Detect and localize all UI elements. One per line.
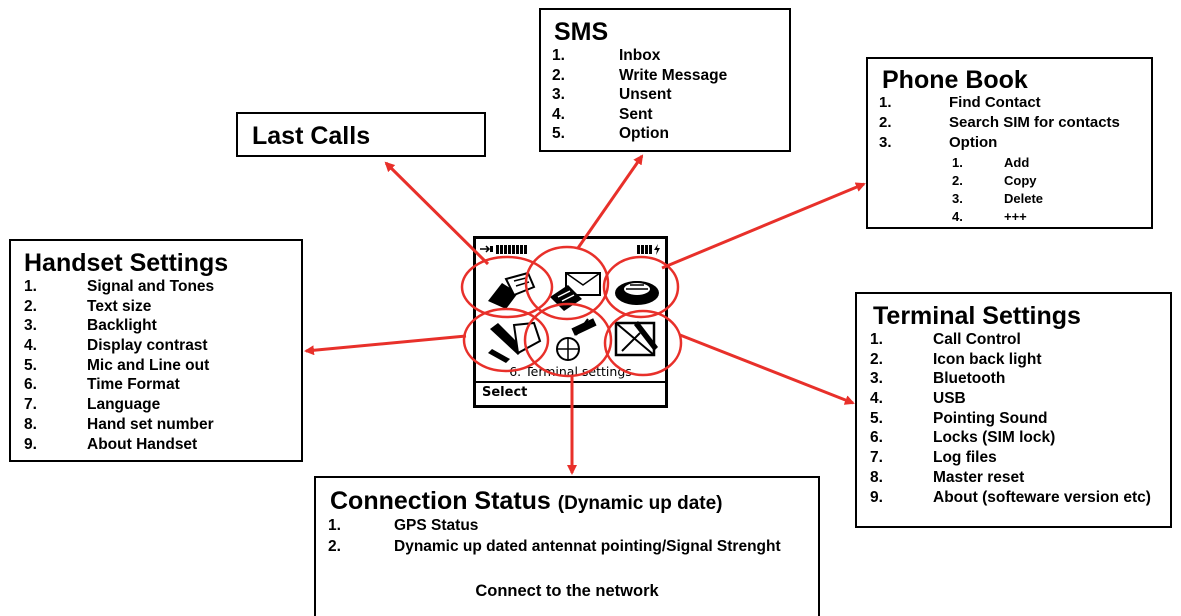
arrow-phone-book (661, 182, 866, 270)
handset-settings-title: Handset Settings (24, 249, 229, 277)
list-item: 3.Delete (952, 191, 1044, 206)
list-item: 8.Hand set number (24, 415, 214, 433)
list-item: 6.Locks (SIM lock) (870, 429, 1056, 447)
handset-settings-list: 1.Signal and Tones 2.Text size 3.Backlig… (11, 279, 301, 456)
list-item: 1.Find Contact (879, 94, 1041, 111)
list-item: 4.Sent (552, 105, 653, 123)
phone-book-icon[interactable] (610, 269, 664, 311)
arrow-sms (576, 154, 644, 249)
list-item: 2.Search SIM for contacts (879, 114, 1120, 131)
handset-settings-icon[interactable] (484, 319, 544, 363)
connection-status-box: Connection Status (Dynamic up date) 1.GP… (314, 476, 820, 616)
status-bar (480, 243, 661, 255)
arrow-handset-settings (304, 334, 467, 356)
list-item: 5.Option (552, 125, 669, 142)
connection-status-title: Connection Status (Dynamic up date) (330, 487, 723, 515)
last-calls-box: Last Calls (236, 112, 486, 157)
sms-title: SMS (554, 18, 609, 46)
list-item: 3.Option (879, 134, 998, 151)
list-item: 8.Master reset (870, 468, 1025, 486)
list-item: 6.Time Format (24, 376, 180, 394)
battery-icon (637, 243, 661, 255)
list-item: 2.Dynamic up dated antennat pointing/Sig… (328, 538, 781, 555)
list-item: 4.USB (870, 390, 966, 408)
list-item: 2.Icon back light (870, 350, 1042, 368)
list-item: 1.Add (952, 155, 1030, 170)
list-item: 1.Signal and Tones (24, 278, 215, 295)
phone-book-list: 1.Find Contact 2.Search SIM for contacts… (868, 95, 1151, 155)
sms-box: SMS 1.Inbox 2.Write Message 3.Unsent 4.S… (539, 8, 791, 152)
last-calls-title: Last Calls (252, 122, 371, 150)
sms-list: 1.Inbox 2.Write Message 3.Unsent 4.Sent … (541, 48, 789, 146)
phone-book-box: Phone Book 1.Find Contact 2.Search SIM f… (866, 57, 1153, 229)
list-item: 9.About (softeware version etc) (870, 488, 1151, 506)
phone-book-title: Phone Book (882, 66, 1028, 94)
list-item: 5.Pointing Sound (870, 409, 1048, 427)
connection-status-subtitle: (Dynamic up date) (557, 493, 723, 514)
terminal-settings-list: 1.Call Control 2.Icon back light 3.Bluet… (857, 332, 1170, 509)
list-item: 7.Log files (870, 449, 997, 467)
handset-settings-box: Handset Settings 1.Signal and Tones 2.Te… (9, 239, 303, 462)
phone-screen: 6. Terminal settings Select (473, 236, 668, 408)
connection-status-icon[interactable] (548, 315, 604, 363)
list-item: 1.Call Control (870, 331, 1021, 348)
list-item: 2.Text size (24, 297, 152, 315)
list-item: 7.Language (24, 396, 161, 414)
list-item: 4.+++ (952, 209, 1027, 224)
list-item: 1.GPS Status (328, 517, 479, 534)
menu-caption: 6. Terminal settings (509, 364, 632, 379)
list-item: 3.Bluetooth (870, 370, 1006, 388)
list-item: 5.Mic and Line out (24, 356, 210, 374)
signal-strength-icon (480, 244, 527, 254)
terminal-settings-title: Terminal Settings (873, 302, 1081, 330)
arrow-terminal-settings (679, 333, 855, 405)
last-calls-icon[interactable] (484, 269, 544, 313)
phone-book-option-list: 1.Add 2.Copy 3.Delete 4.+++ (868, 155, 1151, 227)
sms-icon[interactable] (548, 267, 604, 313)
select-softkey[interactable]: Select (482, 385, 528, 400)
connection-status-list: 1.GPS Status 2.Dynamic up dated antennat… (316, 518, 818, 560)
list-item: 3.Backlight (24, 317, 157, 335)
list-item: 2.Copy (952, 173, 1037, 188)
connect-network-label: Connect to the network (475, 582, 659, 600)
list-item: 9.About Handset (24, 435, 198, 453)
softkey-bar: Select (476, 381, 665, 405)
list-item: 2.Write Message (552, 66, 728, 84)
list-item: 4.Display contrast (24, 337, 208, 355)
terminal-settings-box: Terminal Settings 1.Call Control 2.Icon … (855, 292, 1172, 528)
list-item: 3.Unsent (552, 86, 672, 103)
list-item: 1.Inbox (552, 47, 661, 64)
terminal-settings-icon[interactable] (610, 317, 664, 361)
